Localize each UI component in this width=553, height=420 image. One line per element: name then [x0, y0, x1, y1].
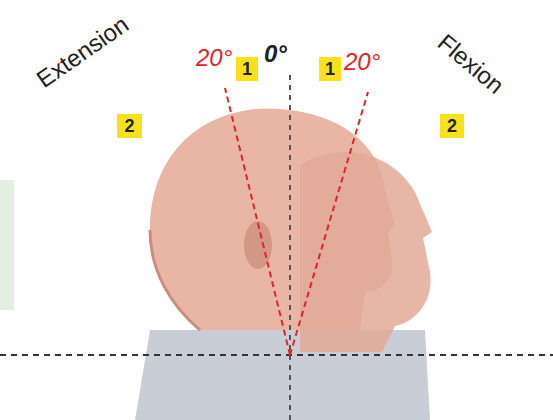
callout-number: 2	[447, 117, 457, 135]
callout-box: 1	[319, 57, 341, 81]
motion-label: Extension	[33, 12, 133, 92]
callout-number: 1	[325, 60, 335, 78]
horizontal-reference	[0, 354, 553, 356]
angle-label: 20°	[196, 46, 232, 70]
background-tint	[0, 180, 14, 310]
callout-number: 1	[242, 60, 252, 78]
flexion-line	[290, 92, 368, 355]
callout-box: 2	[117, 114, 142, 138]
head-shade	[150, 230, 200, 330]
vertical-reference	[289, 75, 291, 420]
motion-label: Flexion	[433, 30, 508, 98]
callout-box: 2	[440, 114, 464, 138]
angle-label: 20°	[344, 50, 380, 74]
angle-label: 0°	[264, 42, 287, 66]
callout-number: 2	[124, 117, 134, 135]
callout-box: 1	[236, 57, 258, 81]
extension-line	[225, 88, 290, 355]
head-flexed	[300, 152, 432, 352]
